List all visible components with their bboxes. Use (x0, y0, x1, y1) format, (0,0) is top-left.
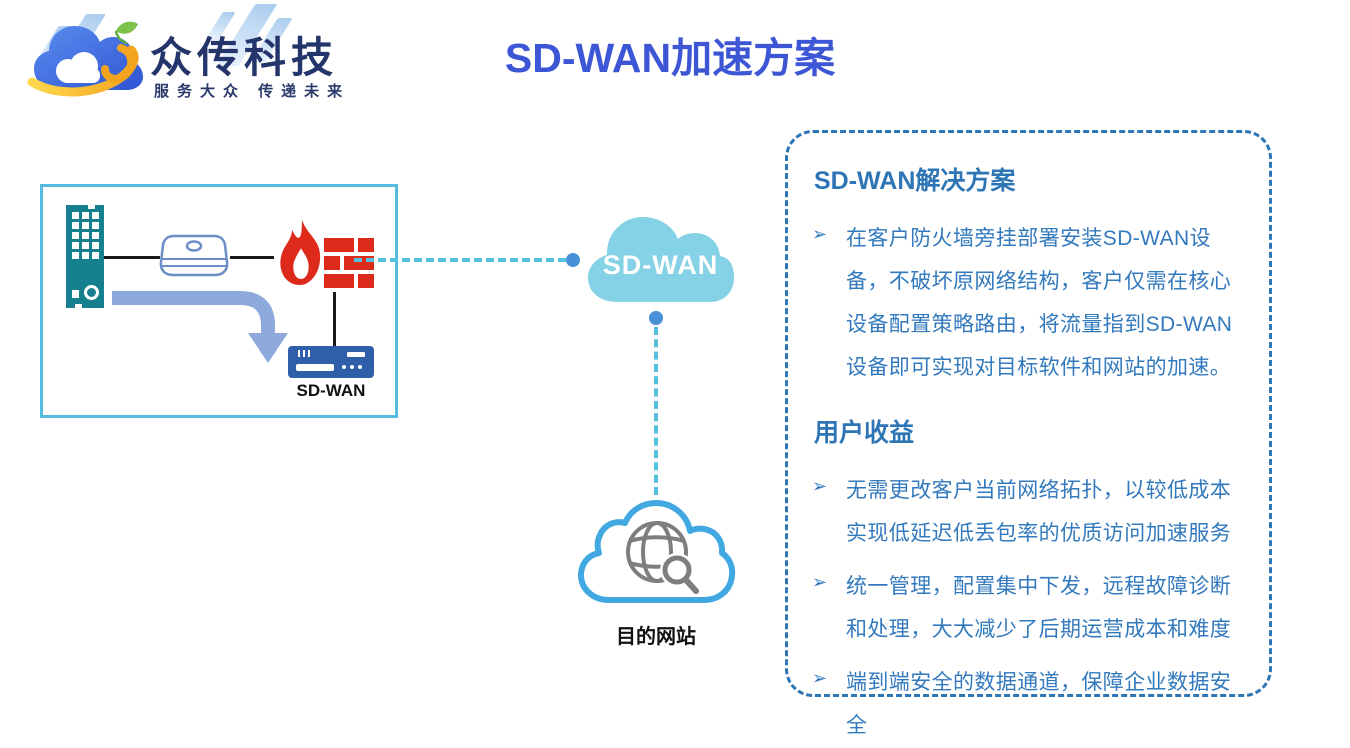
firewall-cloud-dotted-link (354, 258, 566, 262)
globe-search-icon (626, 521, 699, 594)
benefit-item: ➢ 端到端安全的数据通道，保障企业数据安全 (812, 661, 1245, 747)
benefit-item: ➢ 无需更改客户当前网络拓扑，以较低成本实现低延迟低丢包率的优质访问加速服务 (812, 469, 1245, 555)
firewall-brick-icon (324, 238, 374, 290)
link-endpoint-dot (649, 311, 663, 325)
sdwan-device-icon (288, 346, 374, 378)
solution-bullet-text: 在客户防火墙旁挂部署安装SD-WAN设备，不破坏原网络结构，客户仅需在核心设备配… (846, 227, 1233, 380)
sdwan-cloud (588, 217, 734, 302)
solution-bullet: ➢ 在客户防火墙旁挂部署安装SD-WAN设备，不破坏原网络结构，客户仅需在核心设… (812, 217, 1245, 389)
bullet-arrow-marker: ➢ (812, 572, 828, 593)
bullet-arrow-marker: ➢ (812, 224, 828, 244)
bullet-arrow-marker: ➢ (812, 668, 828, 689)
logo-cloud-icon (27, 21, 143, 97)
bullet-arrow-marker: ➢ (812, 476, 828, 497)
firewall-device-link (333, 292, 336, 346)
benefit-item-text: 无需更改客户当前网络拓扑，以较低成本实现低延迟低丢包率的优质访问加速服务 (846, 479, 1232, 546)
page-title: SD-WAN加速方案 (504, 35, 836, 81)
switch-firewall-link (230, 256, 274, 259)
sdwan-cloud-label: SD-WAN (602, 250, 719, 280)
company-name: 众传科技 (150, 34, 339, 81)
benefit-item-text: 端到端安全的数据通道，保障企业数据安全 (846, 671, 1232, 738)
solution-panel: SD-WAN解决方案 ➢ 在客户防火墙旁挂部署安装SD-WAN设备，不破坏原网络… (785, 130, 1272, 737)
benefit-item: ➢ 统一管理，配置集中下发，远程故障诊断和处理，大大减少了后期运营成本和难度 (812, 565, 1245, 651)
cloud-website-dotted-link (654, 327, 658, 495)
core-switch-icon (159, 234, 229, 277)
benefit-item-text: 统一管理，配置集中下发，远程故障诊断和处理，大大减少了后期运营成本和难度 (846, 575, 1232, 642)
destination-cloud (578, 500, 736, 603)
link-endpoint-dot (566, 253, 580, 267)
benefits-heading: 用户收益 (814, 419, 915, 448)
company-tagline: 服务大众 传递未来 (154, 83, 351, 100)
building-switch-link (104, 256, 160, 259)
traffic-redirect-arrow-icon (112, 291, 288, 363)
sdwan-device-label: SD-WAN (296, 381, 366, 400)
office-building-icon (66, 205, 104, 308)
destination-cloud-label: 目的网站 (616, 626, 696, 648)
solution-heading: SD-WAN解决方案 (814, 167, 1016, 195)
firewall-flame-icon (280, 219, 321, 286)
